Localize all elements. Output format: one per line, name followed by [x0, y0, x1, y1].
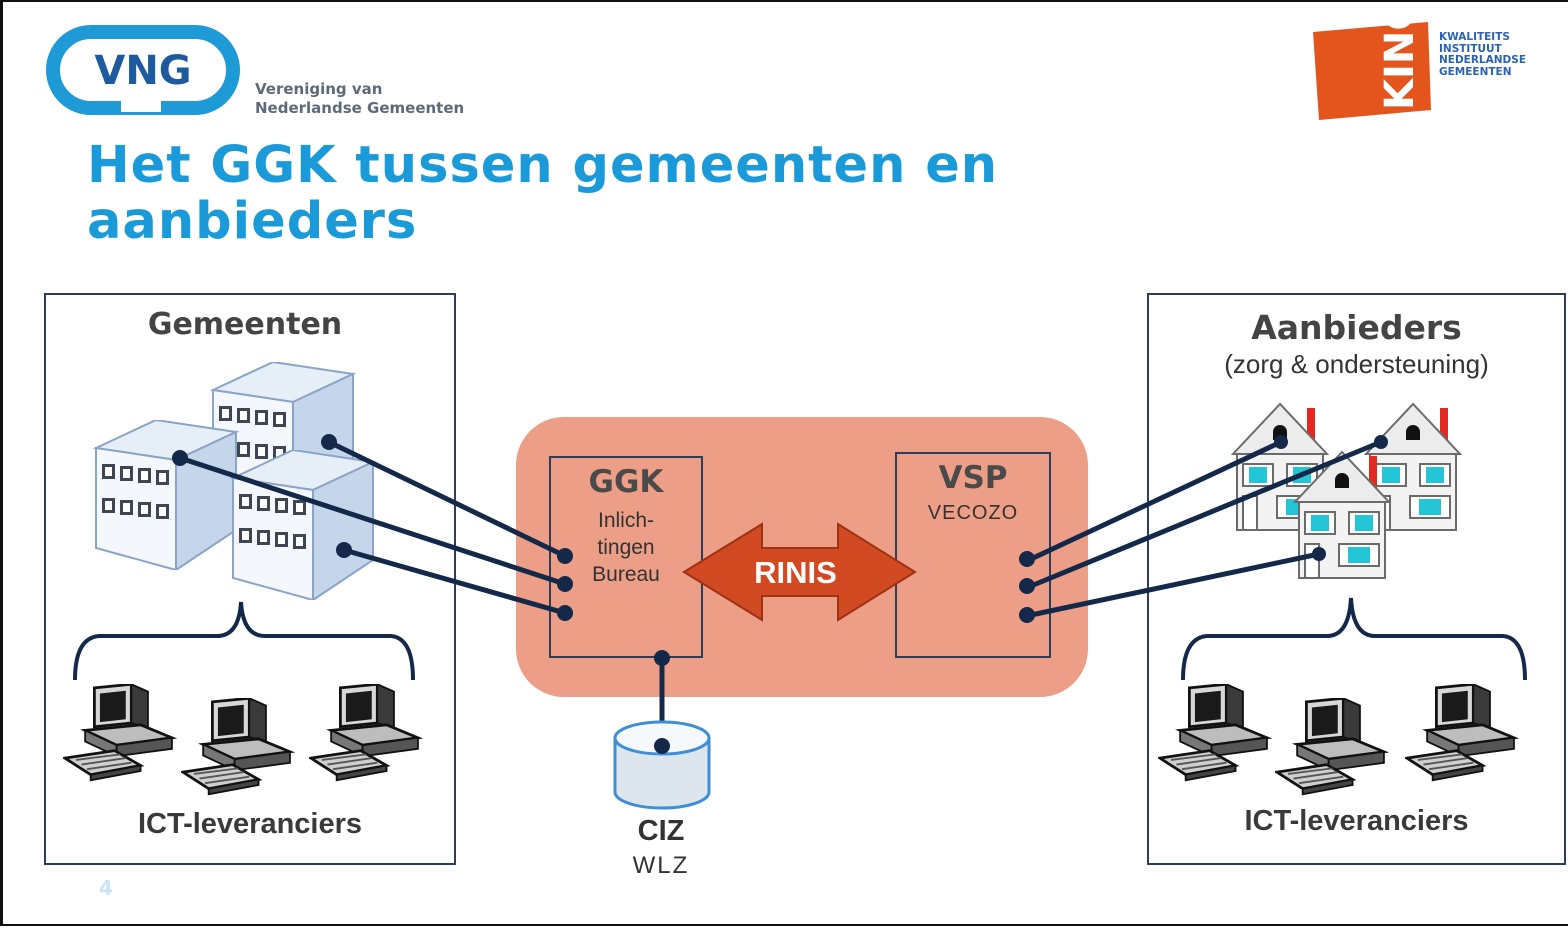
- desktop-computer-icon: [1158, 684, 1269, 782]
- left-computers: [63, 684, 420, 796]
- ggk-subtitle-line: Bureau: [592, 563, 660, 586]
- king-logo-text: KING: [1377, 2, 1423, 110]
- king-text-line: NEDERLANDSE: [1439, 54, 1526, 66]
- vng-subtitle-line2: Nederlandse Gemeenten: [255, 99, 465, 117]
- vng-subtitle-line1: Vereniging van: [255, 80, 383, 98]
- left-brace: [73, 601, 415, 681]
- municipality-buildings: [94, 362, 375, 600]
- rinis-label: RINIS: [754, 555, 837, 590]
- right-brace: [1181, 597, 1527, 681]
- king-logo: KING: [1313, 2, 1431, 120]
- aanbieders-title: Aanbieders: [1251, 308, 1462, 347]
- left-ict-label: ICT-leveranciers: [137, 808, 363, 840]
- vsp-subtitle: VECOZO: [927, 502, 1019, 524]
- diagram-canvas: VNG KING: [44, 2, 1566, 865]
- right-ict-label: ICT-leveranciers: [1244, 805, 1469, 837]
- king-text-line: GEMEENTEN: [1439, 65, 1512, 78]
- connection-dots: [172, 434, 1388, 666]
- gemeenten-panel: [44, 293, 456, 865]
- vsp-box: [895, 452, 1051, 658]
- ggk-box: [549, 456, 703, 658]
- desktop-computer-icon: [309, 684, 420, 782]
- vng-subtitle: Vereniging van Nederlandse Gemeenten: [255, 80, 464, 118]
- page-title-line2: aanbieders: [87, 192, 418, 251]
- vng-logo: VNG: [46, 25, 240, 115]
- rinis-arrow: [682, 522, 917, 622]
- ggk-subtitle: Inlich- tingen Bureau: [550, 507, 702, 588]
- ggk-subtitle-line: Inlich-: [597, 509, 655, 532]
- desktop-computer-icon: [1405, 684, 1516, 782]
- ciz-label: CIZ: [637, 815, 685, 847]
- database-cylinder-icon: [613, 720, 711, 810]
- office-building-icon: [94, 420, 238, 570]
- page-title: Het GGK tussen gemeenten en aanbieders: [87, 138, 998, 250]
- vsp-title: VSP: [938, 460, 1008, 496]
- desktop-computer-icon: [181, 698, 292, 796]
- gemeenten-title: Gemeenten: [147, 307, 343, 342]
- vng-logo-text: VNG: [94, 48, 191, 94]
- ggk-subtitle-line: tingen: [597, 536, 655, 559]
- aanbieders-panel: [1147, 293, 1566, 865]
- desktop-computer-icon: [1275, 698, 1386, 796]
- aanbieders-subtitle: (zorg & ondersteuning): [1224, 349, 1489, 379]
- connection-lines: [177, 439, 1384, 749]
- desktop-computer-icon: [63, 684, 174, 782]
- right-computers: [1158, 684, 1516, 796]
- king-text-line: KWALITEITS: [1439, 31, 1510, 43]
- office-building-icon: [231, 450, 375, 600]
- king-institute-text: KWALITEITS INSTITUUT NEDERLANDSE GEMEENT…: [1439, 31, 1526, 78]
- wlz-label: WLZ: [632, 852, 690, 879]
- page-title-line1: Het GGK tussen gemeenten en: [87, 136, 999, 195]
- king-text-line: INSTITUUT: [1439, 42, 1502, 55]
- page-number: 4: [99, 876, 113, 900]
- ggk-title: GGK: [588, 464, 664, 500]
